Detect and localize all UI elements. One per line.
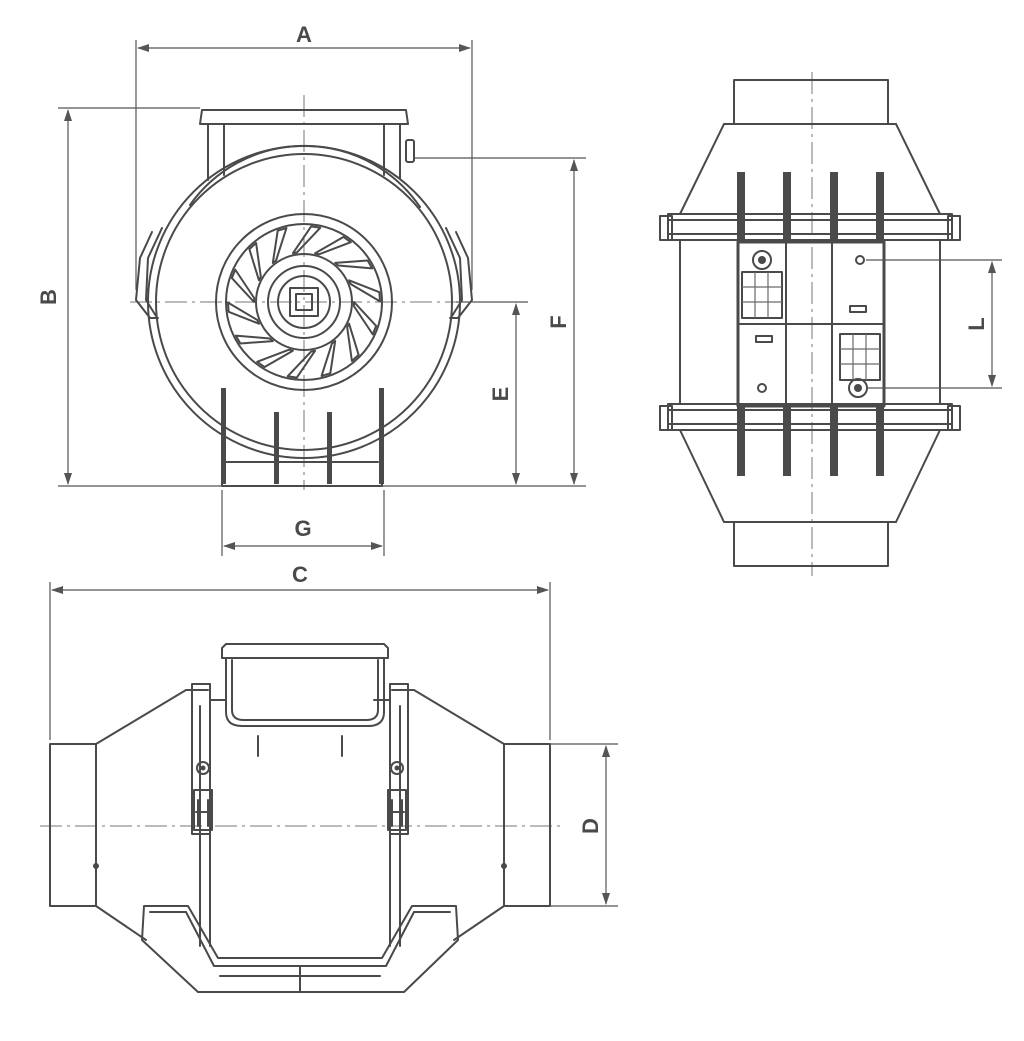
impeller-blade	[230, 268, 256, 303]
dim-label-f: F	[546, 315, 571, 328]
dim-label-c: C	[292, 562, 308, 587]
dim-label-g: G	[294, 516, 311, 541]
impeller-blade	[248, 242, 262, 282]
impeller-blade	[320, 340, 337, 377]
impeller-blade	[234, 334, 274, 345]
dim-label-d: D	[578, 818, 603, 834]
impeller-blade	[352, 301, 378, 336]
impeller-blade	[346, 322, 360, 362]
side-view	[40, 643, 560, 993]
front-dimensions: A B F E G	[36, 20, 586, 556]
side-dimensions: C D	[49, 562, 618, 907]
dim-label-b: B	[36, 289, 61, 305]
impeller-blade	[291, 225, 322, 255]
impeller-blade	[286, 349, 317, 379]
impeller-blade	[334, 259, 374, 270]
dim-label-e: E	[488, 387, 513, 402]
impeller-blade	[348, 279, 381, 303]
impeller-blade	[227, 301, 260, 325]
top-dimensions: L	[866, 259, 1002, 389]
dim-label-a: A	[296, 22, 312, 47]
impeller-blade	[271, 227, 288, 264]
top-view	[659, 72, 961, 576]
impeller-blade	[256, 348, 294, 369]
dim-label-l: L	[964, 317, 989, 330]
impeller-blade	[314, 235, 352, 256]
front-view	[130, 95, 480, 490]
